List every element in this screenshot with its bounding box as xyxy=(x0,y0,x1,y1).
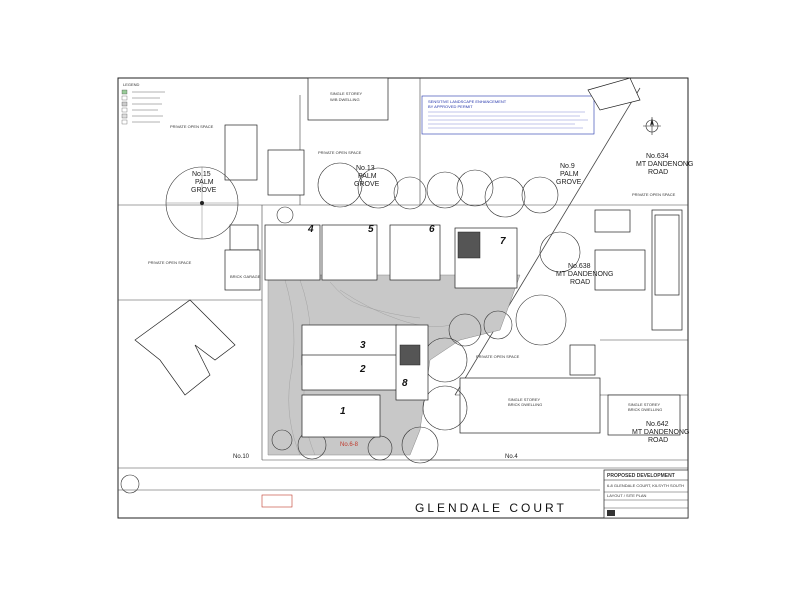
lot-13-sub2: GROVE xyxy=(354,181,380,188)
single-storey-brick-label-2: SINGLE STOREY xyxy=(628,402,660,407)
unit-2-footprint xyxy=(301,354,398,391)
single-storey-brick-label: SINGLE STOREY xyxy=(508,397,540,402)
lot-10-name: No.10 xyxy=(233,454,250,460)
lot-638-sub2: ROAD xyxy=(570,279,590,286)
private-open-space-label-4: PRIVATE OPEN SPACE xyxy=(632,192,676,197)
lot-15-sub: PALM xyxy=(195,179,214,186)
lot-638-sub: MT DANDENONG xyxy=(556,271,613,278)
neighbour-buildings xyxy=(134,77,683,436)
legend-title: LEGEND xyxy=(123,82,140,87)
lot-9-sub: PALM xyxy=(560,171,579,178)
lot-9-sub2: GROVE xyxy=(556,179,582,186)
private-open-space-label-1: PRIVATE OPEN SPACE xyxy=(170,124,214,129)
title-address: 6-8 GLENDALE COURT, KILSYTH SOUTH xyxy=(607,483,684,488)
lot-4-name: No.4 xyxy=(505,454,518,460)
proposed-units xyxy=(264,224,518,438)
title-block: PROPOSED DEVELOPMENT 6-8 GLENDALE COURT,… xyxy=(603,469,689,519)
lot-638-name: No.638 xyxy=(568,263,591,270)
unit-5-label: 5 xyxy=(368,224,374,235)
private-open-space-label-2: PRIVATE OPEN SPACE xyxy=(148,260,192,265)
lot-634-sub: MT DANDENONG xyxy=(636,161,693,168)
weatherboard-label: W/B DWELLING xyxy=(330,97,360,102)
street-name: GLENDALE COURT xyxy=(415,501,567,515)
unit-1-footprint xyxy=(301,394,381,438)
private-open-space-label-3: PRIVATE OPEN SPACE xyxy=(318,150,362,155)
legend: LEGEND xyxy=(121,82,165,125)
brick-garage-label: BRICK GARAGE xyxy=(230,274,261,279)
lot-642-name: No.642 xyxy=(646,421,669,428)
brick-dwelling-label: BRICK DWELLING xyxy=(508,402,542,407)
unit-7-label: 7 xyxy=(500,236,506,247)
unit-3-label: 3 xyxy=(360,340,366,351)
unit-6-footprint xyxy=(389,224,441,281)
notes-title: SENSITIVE LANDSCAPE ENHANCEMENT xyxy=(428,99,507,104)
unit-numbers: 4 5 6 7 3 2 1 8 xyxy=(307,224,506,417)
lot-9-name: No.9 xyxy=(560,163,575,170)
signage-box xyxy=(261,494,293,508)
title-heading: PROPOSED DEVELOPMENT xyxy=(607,473,675,479)
lot-15-name: No.15 xyxy=(192,171,211,178)
lot-642-sub: MT DANDENONG xyxy=(632,429,689,436)
notes-box: SENSITIVE LANDSCAPE ENHANCEMENT BY APPRO… xyxy=(421,95,595,135)
lot-13-sub: PALM xyxy=(358,173,377,180)
lot-labels: No.15 PALM GROVE No.13 PALM GROVE No.9 P… xyxy=(191,153,693,460)
private-open-space-label-5: PRIVATE OPEN SPACE xyxy=(476,354,520,359)
unit-1-label: 1 xyxy=(340,406,346,417)
lot-13-name: No.13 xyxy=(356,165,375,172)
area-labels: SINGLE STOREY W/B DWELLING PRIVATE OPEN … xyxy=(148,91,676,412)
trees xyxy=(120,162,581,494)
lot-15-sub2: GROVE xyxy=(191,187,217,194)
lot-634-sub2: ROAD xyxy=(648,169,668,176)
unit-8-label: 8 xyxy=(402,378,408,389)
lot-6-8-name: No.6-8 xyxy=(340,442,359,448)
north-arrow-icon xyxy=(643,117,661,135)
unit-5-footprint xyxy=(321,224,378,281)
brick-dwelling-label-2: BRICK DWELLING xyxy=(628,407,662,412)
unit-4-footprint xyxy=(264,224,321,281)
lot-642-sub2: ROAD xyxy=(648,437,668,444)
single-storey-label: SINGLE STOREY xyxy=(330,91,362,96)
unit-4-label: 4 xyxy=(307,224,314,235)
unit-2-label: 2 xyxy=(359,364,366,375)
notes-subtitle: BY APPROVED PERMIT xyxy=(428,104,473,109)
unit-6-label: 6 xyxy=(429,224,435,235)
lot-634-name: No.634 xyxy=(646,153,669,160)
title-drawing: LAYOUT / SITE PLAN xyxy=(607,493,647,498)
